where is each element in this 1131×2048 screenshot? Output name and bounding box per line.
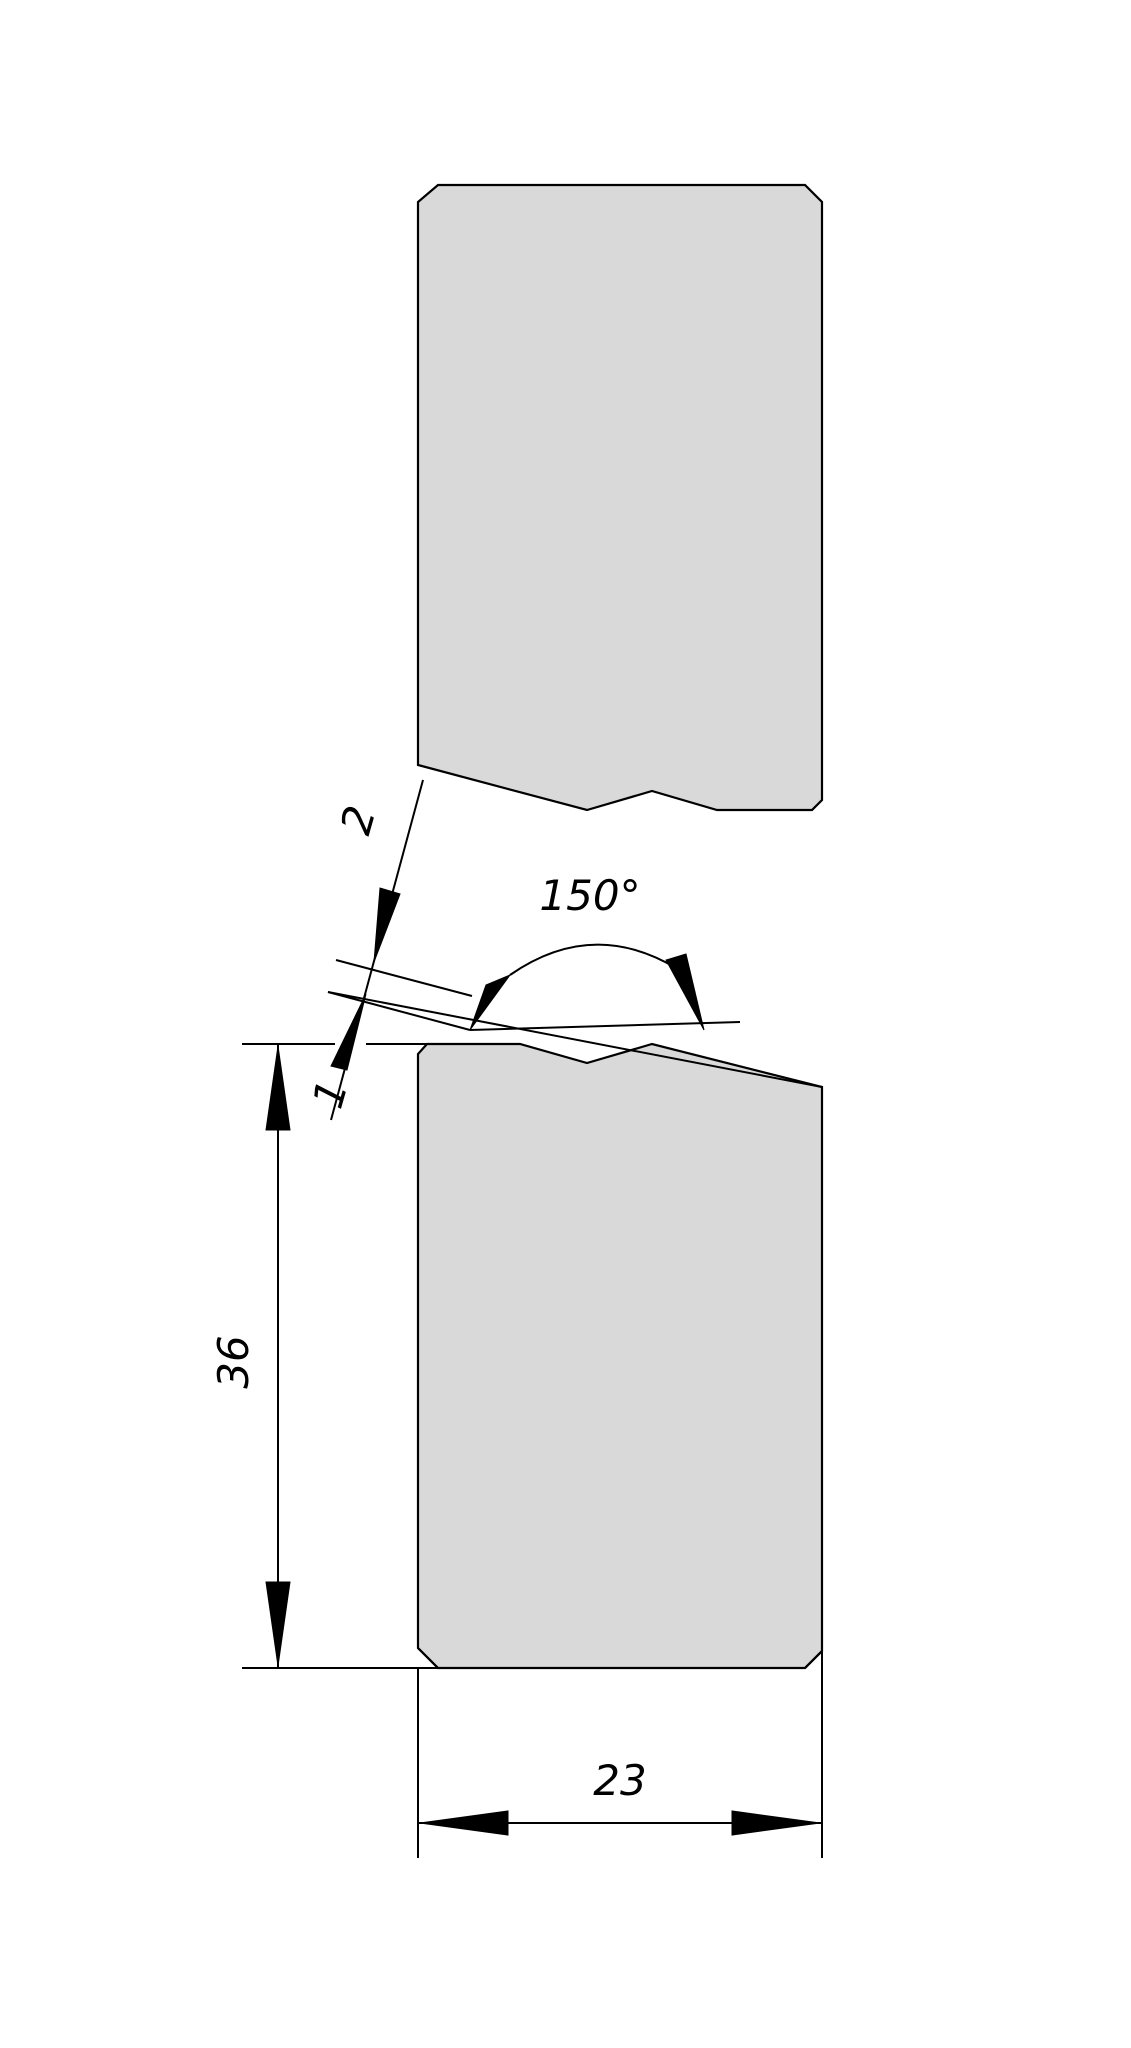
gap-extension-upper (335, 959, 473, 997)
width-arrow-left (419, 1810, 509, 1836)
chamfer-mark-left (417, 1647, 439, 1669)
width-dimension-label: 23 (593, 1756, 646, 1805)
gap-extension-lower (327, 991, 471, 1031)
gap-arrow-bottom (330, 993, 367, 1071)
gap-arrow-top (373, 887, 401, 963)
bevel-line-left (327, 991, 823, 1088)
lower-block (416, 1042, 824, 1670)
height-dimension-label: 36 (209, 1335, 258, 1388)
gap-bottom-label: 1 (303, 1074, 357, 1113)
gap-top-label: 2 (331, 800, 385, 839)
height-arrow-top (265, 1045, 291, 1131)
angle-dimension-label: 150° (539, 871, 640, 920)
angle-arrow-left (469, 973, 512, 1031)
chamfer-mark-right (804, 1650, 823, 1669)
angle-arc (509, 943, 677, 976)
bevel-line-right (469, 1021, 741, 1031)
angle-arrow-right (665, 953, 705, 1031)
width-arrow-right (731, 1810, 821, 1836)
upper-block (416, 183, 824, 812)
height-arrow-bottom (265, 1581, 291, 1667)
